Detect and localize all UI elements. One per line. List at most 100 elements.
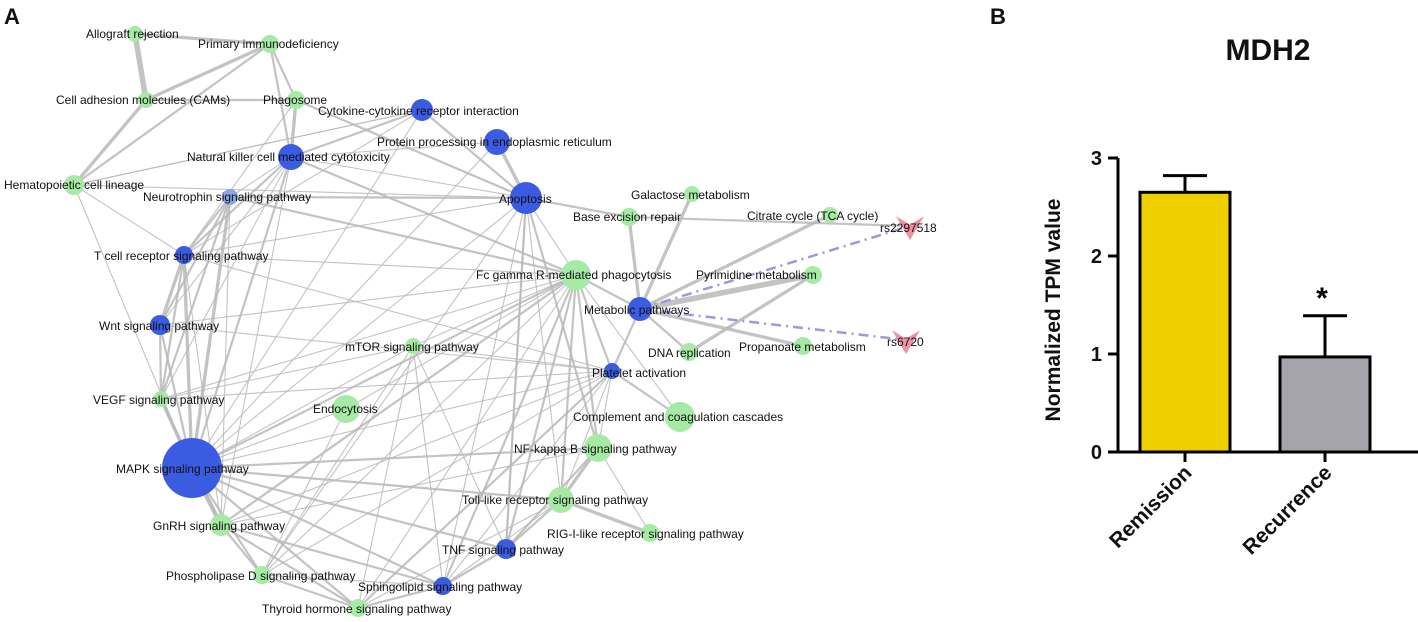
- edge-allograft-cams: [132, 33, 149, 101]
- edge-allograft-primary: [134, 32, 271, 46]
- node-wnt: [150, 315, 170, 335]
- edge-nk-apoptosis: [290, 156, 527, 199]
- node-metabolic: [628, 297, 652, 321]
- edge-primary-hemato: [73, 43, 271, 186]
- node-mtor: [405, 338, 421, 354]
- bar-recurrence: [1278, 355, 1372, 454]
- x-label-recurrence: Recurrence: [1239, 461, 1337, 559]
- edge-thyroid-toll: [357, 499, 562, 609]
- node-endocytosis: [332, 395, 360, 423]
- edge-hemato-apoptosis: [73, 184, 527, 199]
- y-tick-label-1: 1: [1091, 344, 1102, 366]
- snp-node-rs6720: [892, 330, 920, 354]
- edge-hemato-cytokine: [73, 109, 423, 186]
- edge-neuro-tcell: [183, 196, 231, 256]
- edge-mtor-platelet: [412, 345, 613, 372]
- edge-wnt-fcgamma: [159, 274, 577, 326]
- edge-thyroid-platelet: [357, 370, 613, 609]
- edge-sphingo-tnf: [442, 548, 507, 587]
- edge-cams-hemato: [72, 98, 148, 187]
- edge-apoptosis-tcell: [183, 197, 527, 256]
- node-label-fcgamma: Fc gamma R-mediated phagocytosis: [476, 268, 671, 282]
- node-toll: [548, 487, 574, 513]
- node-pyrimidine: [804, 266, 822, 284]
- network-nodes: [64, 26, 924, 617]
- node-citrate: [822, 207, 838, 223]
- edge-neuro-fcgamma: [229, 195, 577, 277]
- edge-sphingo-fcgamma: [441, 274, 578, 587]
- edge-tcell-vegf: [159, 254, 186, 400]
- edge-nk-tcell: [183, 156, 292, 256]
- edge-tcell-wnt: [158, 254, 186, 326]
- node-label-phospho: Phospholipase D signaling pathway: [166, 569, 355, 583]
- edge-nk-fcgamma: [290, 155, 577, 277]
- edge-pyrimidine-metabolic: [639, 272, 814, 312]
- node-label-toll: Toll-like receptor signaling pathway: [462, 493, 648, 507]
- edge-fcgamma-platelet: [574, 274, 614, 372]
- node-label-thyroid: Thyroid hormone signaling pathway: [262, 602, 451, 616]
- node-label-tnf: TNF signaling pathway: [442, 543, 564, 557]
- snp-edge-rs6720: [639, 307, 907, 342]
- chart-title: MDH2: [1225, 34, 1310, 67]
- edge-phospho-sphingo: [261, 574, 444, 587]
- node-nfkb: [584, 434, 612, 462]
- edge-tnf-apoptosis: [505, 197, 527, 550]
- edge-mapk-thyroid: [191, 467, 359, 609]
- node-label-rs6720: rs6720: [887, 335, 924, 349]
- node-tcell: [175, 246, 193, 264]
- node-gnrh: [210, 514, 232, 536]
- node-label-rig: RIG-I-like receptor signaling pathway: [547, 527, 744, 541]
- snp-edge-rs2297518: [639, 224, 911, 311]
- node-label-phagosome: Phagosome: [263, 93, 327, 107]
- node-tnf: [496, 539, 516, 559]
- edge-primary-phagosome: [269, 43, 297, 101]
- node-fcgamma: [561, 260, 591, 290]
- edge-tnf-fcgamma: [504, 274, 578, 550]
- edge-sphingo-thyroid: [357, 584, 444, 610]
- edge-ber-metabolic: [627, 216, 642, 310]
- snp-node-rs2297518: [896, 216, 924, 240]
- node-protein: [484, 129, 510, 155]
- node-label-mapk: MAPK signaling pathway: [116, 462, 249, 476]
- y-tick-label-3: 3: [1091, 148, 1102, 170]
- node-label-complement: Complement and coagulation cascades: [573, 410, 783, 424]
- node-phospho: [253, 566, 271, 584]
- edge-complement-fcgamma: [575, 274, 681, 418]
- node-label-apoptosis: Apoptosis: [499, 192, 552, 206]
- node-label-hemato: Hematopoietic cell lineage: [4, 178, 144, 192]
- edge-phagosome-apoptosis: [295, 98, 527, 200]
- node-nk: [278, 144, 304, 170]
- edge-nk-mapk: [190, 156, 293, 469]
- edge-pyrimidine-dna: [688, 273, 814, 354]
- edge-protein-mapk: [191, 141, 498, 469]
- node-platelet: [604, 363, 620, 379]
- node-label-galactose: Galactose metabolism: [631, 188, 750, 202]
- node-label-vegf: VEGF signaling pathway: [93, 393, 224, 407]
- edge-neuro-apoptosis: [229, 195, 527, 200]
- edge-gnrh-fcgamma: [220, 274, 577, 526]
- network-edges: [72, 32, 911, 610]
- node-complement: [665, 402, 695, 432]
- edge-cytokine-mapk: [191, 109, 423, 469]
- node-label-nfkb: NF-kappa B signaling pathway: [514, 442, 677, 456]
- edge-thyroid-fcgamma: [357, 274, 577, 609]
- edge-wnt-vegf: [158, 324, 163, 400]
- node-label-rs2297518: rs2297518: [880, 221, 937, 235]
- node-galactose: [684, 186, 700, 202]
- node-sphingo: [434, 577, 452, 595]
- node-rig: [641, 524, 659, 542]
- edge-phagosome-tcell: [183, 99, 297, 256]
- node-propanoate: [794, 337, 812, 355]
- node-label-wnt: Wnt signaling pathway: [99, 319, 219, 333]
- edge-neuro-vegf: [159, 196, 232, 400]
- node-label-metabolic: Metabolic pathways: [584, 303, 689, 317]
- node-hemato: [64, 175, 84, 195]
- y-tick-label-2: 2: [1091, 246, 1102, 268]
- node-thyroid: [349, 599, 367, 617]
- edge-nk-gnrh: [220, 156, 292, 526]
- node-label-gnrh: GnRH signaling pathway: [153, 519, 285, 533]
- edge-wnt-platelet: [159, 324, 613, 372]
- edge-apoptosis-phospho: [261, 197, 527, 576]
